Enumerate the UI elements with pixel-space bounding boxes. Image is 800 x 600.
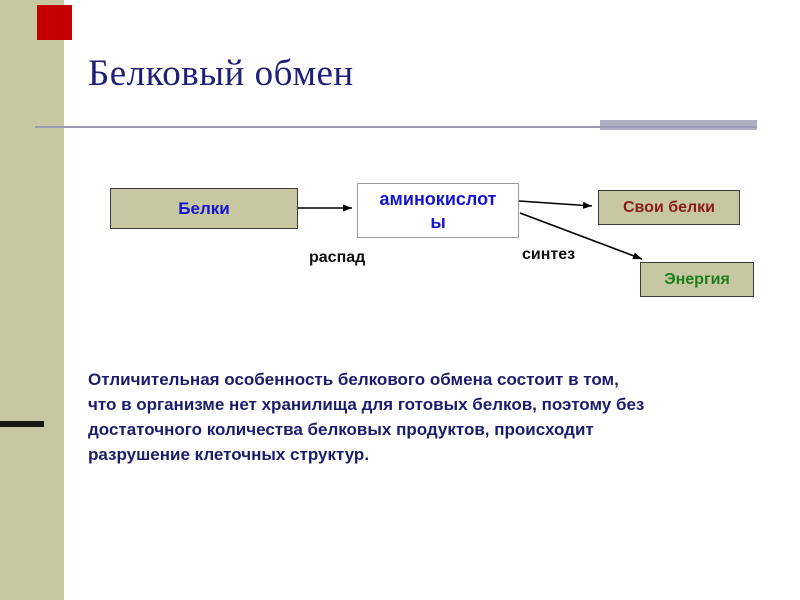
body-text-line-3: достаточного количества белковых продукт… [88, 420, 594, 439]
title-divider-thick-segment [600, 120, 757, 130]
arrow-amino-to-own-proteins [518, 200, 593, 209]
amino-acids-label-line2: ы [430, 211, 446, 232]
body-text-line-1: Отличительная особенность белкового обме… [88, 370, 619, 389]
amino-acids-label: аминокислот ы [380, 188, 497, 234]
own-proteins-box: Свои белки [598, 190, 740, 225]
body-text-line-2: что в организме нет хранилища для готовы… [88, 395, 645, 414]
proteins-box-label: Белки [178, 198, 230, 218]
amino-acids-box: аминокислот ы [357, 183, 519, 238]
red-accent-square [37, 5, 72, 40]
body-text: Отличительная особенность белкового обме… [88, 367, 748, 467]
own-proteins-label: Свои белки [622, 198, 716, 216]
body-text-line-4: разрушение клеточных структур. [88, 445, 370, 464]
sidebar-accent-bar [0, 0, 64, 600]
proteins-box: Белки [110, 188, 298, 229]
black-accent-line [0, 421, 44, 427]
slide-title: Белковый обмен [88, 53, 354, 94]
title-divider-line [35, 126, 757, 128]
amino-acids-label-line1: аминокислот [379, 188, 497, 209]
breakdown-label: распад [309, 249, 366, 266]
energy-box: Энергия [640, 262, 754, 297]
energy-label: Энергия [664, 270, 730, 288]
synthesis-label: синтез [522, 246, 576, 263]
